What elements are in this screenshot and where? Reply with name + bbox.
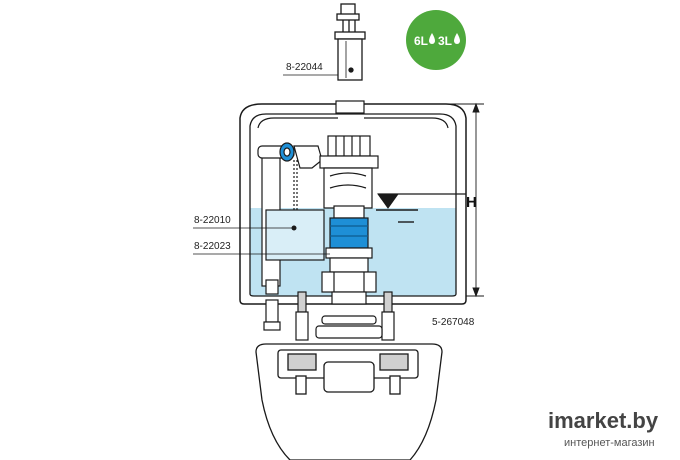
dual-flush-badge: 6L 3L <box>406 10 466 70</box>
water-level-marker <box>376 193 466 223</box>
float <box>265 209 325 261</box>
flush-valve-blue-body <box>329 217 369 249</box>
watermark-brand-by: .by <box>626 408 659 433</box>
watermark-brand-market: market <box>554 408 627 433</box>
mounting-bolts <box>263 291 395 341</box>
label-8-22044: 8-22044 <box>286 62 323 73</box>
label-5-267048: 5-267048 <box>432 317 475 328</box>
watermark-subtitle: интернет-магазин <box>564 437 655 449</box>
seal-gaskets <box>315 315 383 339</box>
toilet-bowl <box>255 343 443 460</box>
badge-6l-text: 6L <box>414 34 428 48</box>
flush-valve <box>319 135 379 305</box>
drop-icon <box>454 33 460 44</box>
badge-3l-text: 3L <box>438 34 452 48</box>
button-assembly <box>334 3 366 81</box>
imarket-watermark: imarket.by интернет-магазин <box>548 408 659 449</box>
fill-valve <box>257 142 325 295</box>
watermark-brand-i: i <box>548 408 554 433</box>
label-8-22010: 8-22010 <box>194 215 231 226</box>
height-dimension <box>448 102 484 298</box>
drop-icon <box>429 33 435 44</box>
height-label: H <box>466 194 477 211</box>
label-8-22023: 8-22023 <box>194 241 231 252</box>
svg-text:imarket.by: imarket.by <box>548 408 659 433</box>
